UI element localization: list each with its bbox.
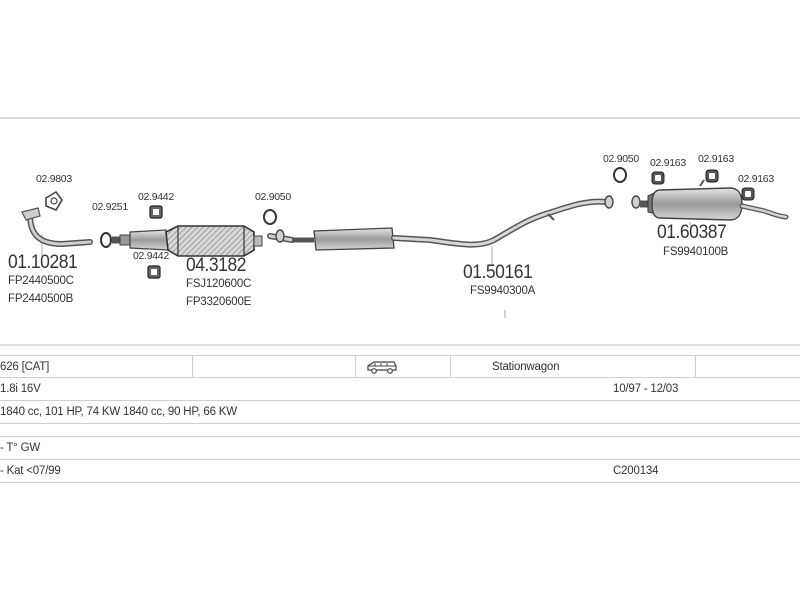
info-row-specs: 1840 cc, 101 HP, 74 KW 1840 cc, 90 HP, 6… <box>0 401 800 424</box>
vehicle-engine: 1.8i 16V <box>0 383 41 395</box>
cat-ref2: FP3320600E <box>186 296 252 308</box>
vehicle-body-type: Stationwagon <box>492 361 560 373</box>
station-wagon-icon <box>366 359 398 378</box>
catalytic-converter-part <box>112 225 263 257</box>
ring-02-9251-icon <box>100 232 112 248</box>
hanger-02-9163-b-icon <box>705 169 719 183</box>
part-label-02-9050-rear: 02.9050 <box>603 153 639 165</box>
part-label-02-9442-top: 02.9442 <box>138 191 174 203</box>
part-label-02-9251: 02.9251 <box>92 201 128 213</box>
part-label-02-9050-front: 02.9050 <box>255 191 291 203</box>
rear-silencer-part <box>630 179 789 221</box>
vehicle-note2: - Kat <07/99 <box>0 465 61 477</box>
part-label-02-9803: 02.9803 <box>36 173 72 185</box>
clamp-02-9442-top-icon <box>149 205 163 219</box>
part-label-02-9163-b: 02.9163 <box>698 153 734 165</box>
middle-ref: FS9940300A <box>470 285 536 297</box>
info-row-engine: 1.8i 16V 10/97 - 12/03 <box>0 378 800 401</box>
info-row-note2: - Kat <07/99 C200134 <box>0 460 800 483</box>
info-row-spacer <box>0 424 800 437</box>
hanger-02-9163-a-icon <box>651 171 665 185</box>
gasket-02-9803-icon <box>45 190 63 211</box>
part-label-02-9163-a: 02.9163 <box>650 157 686 169</box>
part-label-02-9442-bottom: 02.9442 <box>133 250 169 262</box>
middle-number: 01.50161 <box>463 262 533 283</box>
cat-number: 04.3182 <box>186 255 246 276</box>
vehicle-model: 626 [CAT] <box>0 361 50 373</box>
info-row-note1: - T° GW <box>0 437 800 460</box>
part-label-02-9163-c: 02.9163 <box>738 173 774 185</box>
vehicle-note1: - T° GW <box>0 442 41 454</box>
rear-number: 01.60387 <box>657 222 727 243</box>
ring-02-9050-front-icon <box>263 209 277 225</box>
cat-ref1: FSJ120600C <box>186 278 252 290</box>
exhaust-system-diagram <box>0 117 800 346</box>
front-pipe-part <box>21 207 93 248</box>
vehicle-period: 10/97 - 12/03 <box>613 383 679 395</box>
clamp-02-9442-bottom-icon <box>147 265 161 279</box>
ring-02-9050-rear-icon <box>613 167 627 183</box>
front-pipe-ref2: FP2440500B <box>8 293 74 305</box>
middle-silencer-part <box>267 195 614 251</box>
hanger-02-9163-c-icon <box>741 187 755 201</box>
vehicle-info-table: 626 [CAT] Stationwagon 1.8i 16V 10/97 - … <box>0 355 800 483</box>
front-pipe-ref1: FP2440500C <box>8 275 74 287</box>
vehicle-code: C200134 <box>613 465 659 477</box>
rear-ref: FS9940100B <box>663 246 729 258</box>
info-row-model: 626 [CAT] Stationwagon <box>0 355 800 378</box>
front-pipe-number: 01.10281 <box>8 252 78 273</box>
vehicle-specs: 1840 cc, 101 HP, 74 KW 1840 cc, 90 HP, 6… <box>0 406 237 418</box>
